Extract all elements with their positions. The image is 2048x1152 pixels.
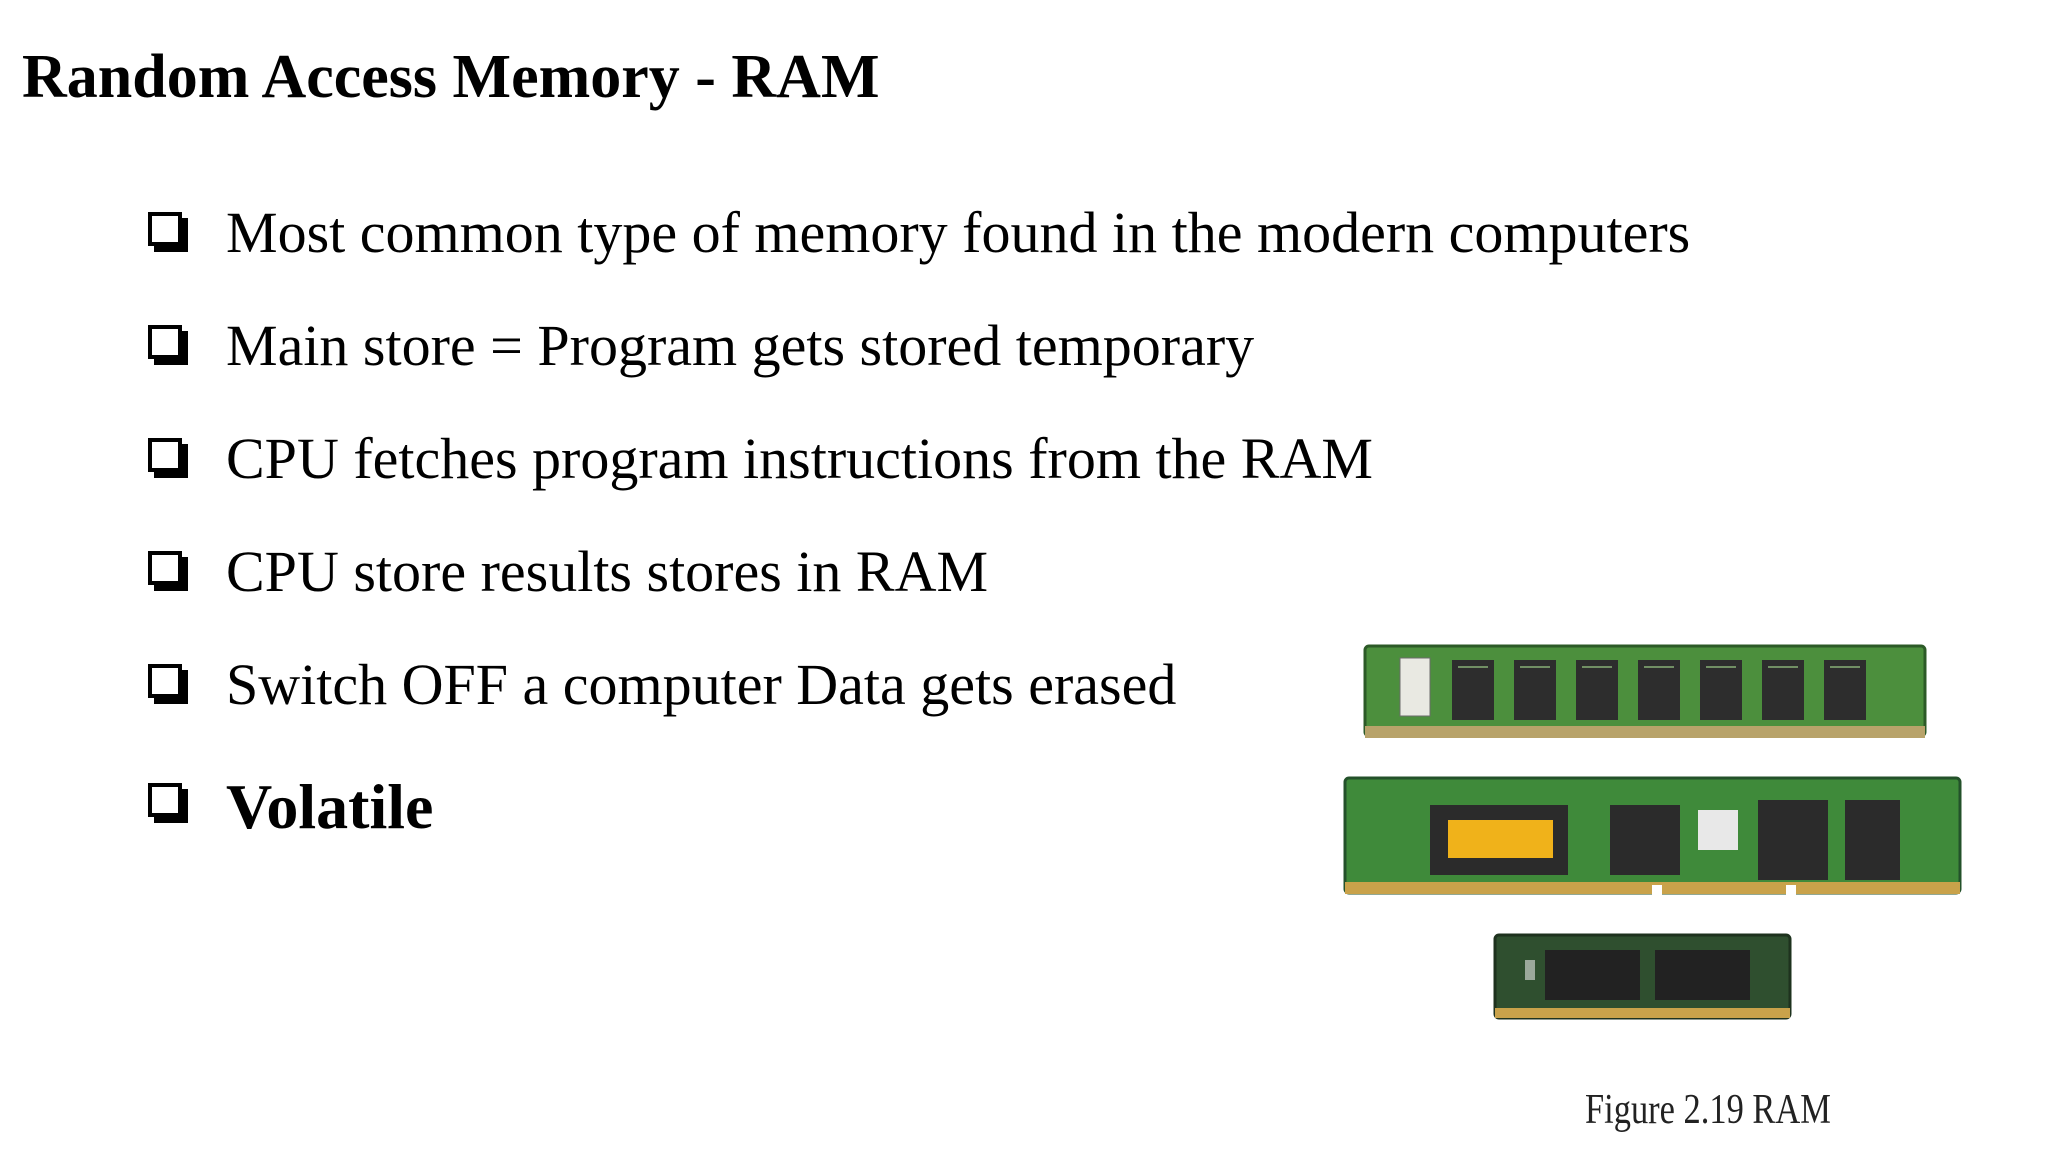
ram-module-sodimm xyxy=(1493,933,1792,1020)
checkbox-bullet-icon xyxy=(148,418,192,478)
bullet-text: Switch OFF a computer Data gets erased xyxy=(226,652,1177,717)
bullet-item: Main store = Program gets stored tempora… xyxy=(148,305,1690,418)
checkbox-bullet-icon xyxy=(148,531,192,591)
slide-title: Random Access Memory - RAM xyxy=(22,43,880,111)
checkbox-bullet-icon xyxy=(148,305,192,365)
ram-modules-figure xyxy=(1320,630,1980,1150)
bullet-list: Most common type of memory found in the … xyxy=(148,192,1690,870)
bullet-item-volatile: Volatile xyxy=(148,757,1690,870)
bullet-text: Volatile xyxy=(226,771,434,842)
bullet-item: CPU fetches program instructions from th… xyxy=(148,418,1690,531)
ram-modules-illustration xyxy=(1343,644,1962,1020)
checkbox-bullet-icon xyxy=(148,644,192,704)
bullet-text: Most common type of memory found in the … xyxy=(226,200,1691,265)
figure-caption: Figure 2.19 RAM xyxy=(1585,1087,1831,1133)
bullet-text: CPU store results stores in RAM xyxy=(226,539,989,604)
checkbox-bullet-icon xyxy=(148,192,192,252)
bullet-item: Most common type of memory found in the … xyxy=(148,192,1690,305)
ram-module-dimm xyxy=(1343,776,1962,895)
bullet-item: CPU store results stores in RAM xyxy=(148,531,1690,644)
bullet-text: CPU fetches program instructions from th… xyxy=(226,426,1373,491)
ram-module-simm xyxy=(1363,644,1927,738)
bullet-item: Switch OFF a computer Data gets erased xyxy=(148,644,1690,757)
checkbox-bullet-icon xyxy=(148,757,192,823)
bullet-text: Main store = Program gets stored tempora… xyxy=(226,313,1255,378)
